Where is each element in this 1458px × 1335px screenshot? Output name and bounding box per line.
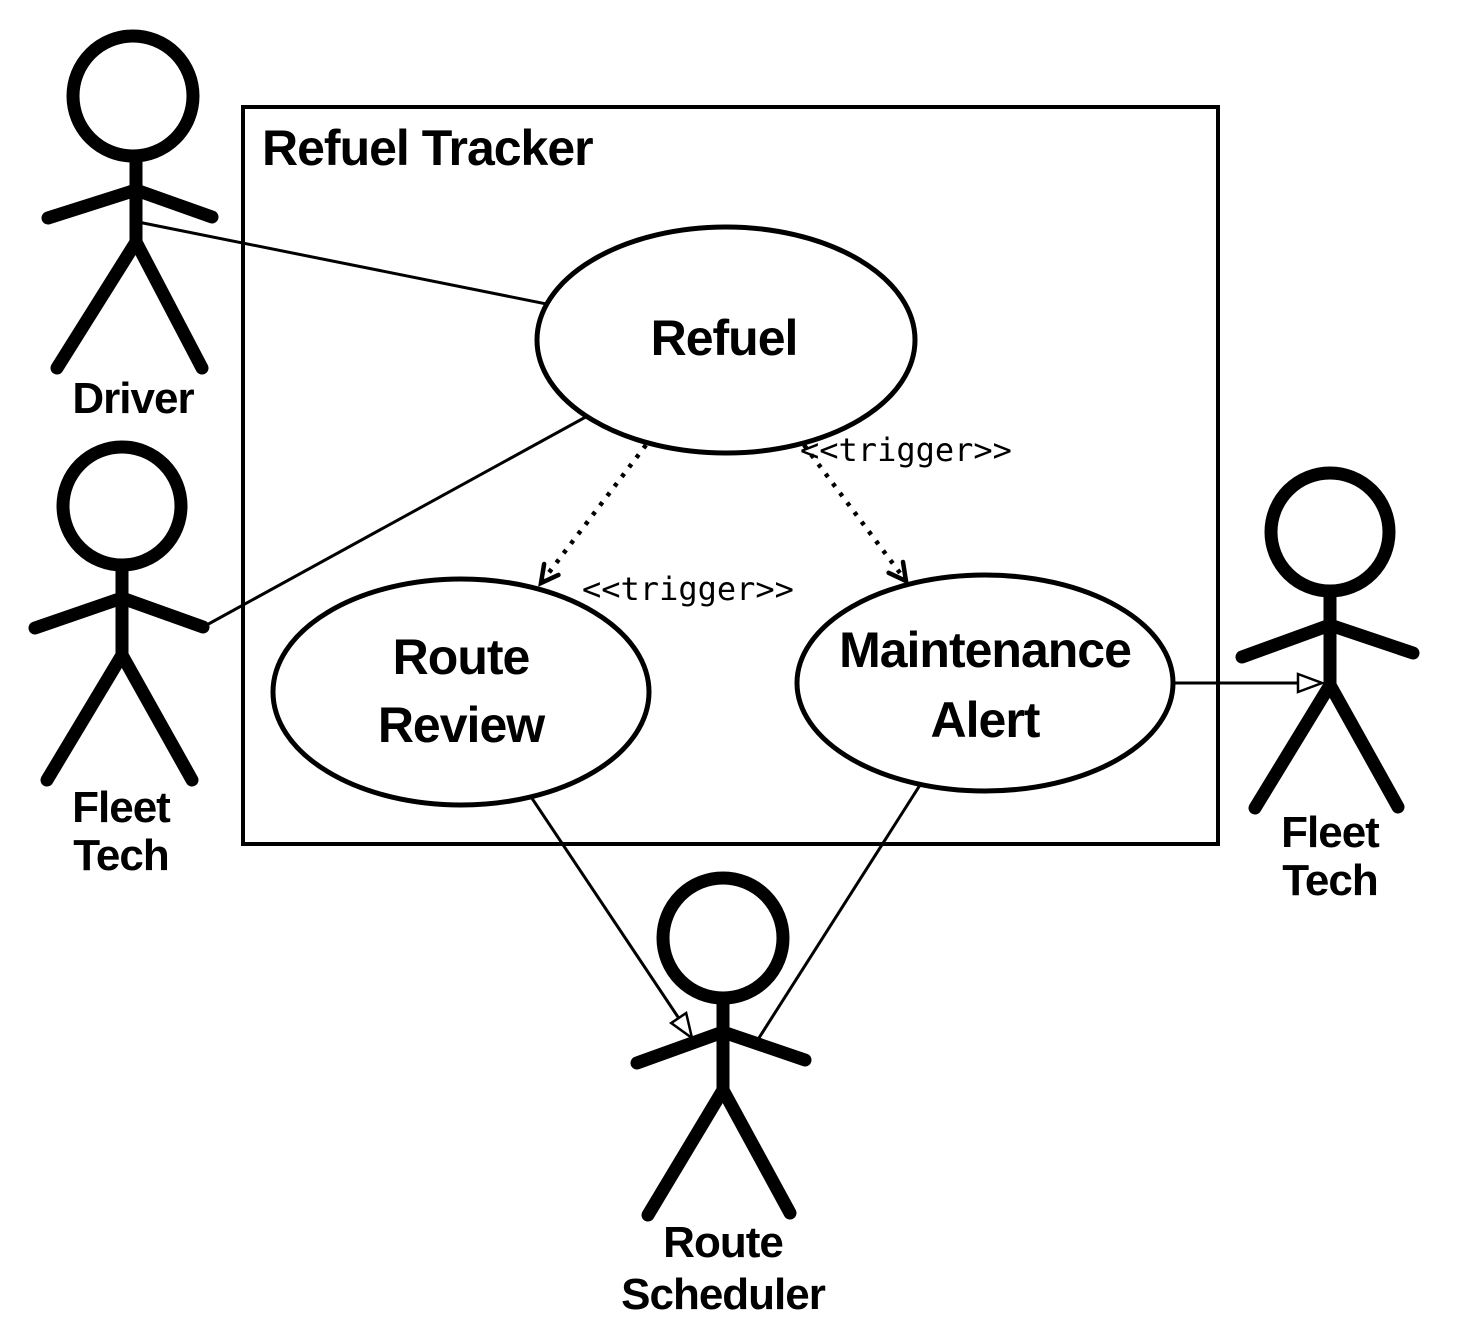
use-case-maintenance-alert-label-line2: Alert	[931, 692, 1041, 748]
actor-route-scheduler-legs	[641, 1083, 797, 1222]
actor-fleet-tech-right-arms	[1235, 618, 1420, 664]
use-case-route-review-label-line2: Review	[378, 697, 545, 753]
actor-fleet-tech-right: Fleet Tech	[1235, 466, 1420, 905]
actor-driver-legs	[50, 235, 209, 375]
trigger-arrow-refuel-maintenance-alert	[802, 443, 906, 581]
actor-fleet-tech-left: Fleet Tech	[28, 440, 210, 880]
use-case-refuel-ellipse	[534, 224, 918, 456]
actor-fleet-tech-right-label-line2: Tech	[1282, 856, 1377, 905]
use-case-maintenance-alert-ellipse	[794, 572, 1176, 794]
actor-fleet-tech-left-label-line1: Fleet	[72, 783, 171, 832]
use-case-route-review-ellipse	[270, 576, 652, 808]
actor-route-scheduler-label-line2: Scheduler	[621, 1270, 826, 1319]
trigger-arrow-refuel-route-review	[541, 443, 648, 583]
actor-route-scheduler-arms	[630, 1025, 812, 1070]
system-boundary	[241, 105, 1220, 846]
actor-driver-label: Driver	[72, 374, 194, 423]
use-case-route-review-label-line1: Route	[393, 629, 530, 685]
actor-fleet-tech-left-label-line2: Tech	[73, 831, 168, 880]
use-case-refuel-label: Refuel	[651, 310, 798, 366]
actor-driver: Driver	[41, 29, 219, 423]
actor-fleet-tech-right-label-line1: Fleet	[1281, 808, 1380, 857]
actor-fleet-tech-right-legs	[1248, 678, 1405, 815]
actor-fleet-tech-left-arms	[28, 591, 210, 635]
system-boundary-label: Refuel Tracker	[262, 120, 593, 176]
actor-route-scheduler-label-line1: Route	[663, 1218, 783, 1267]
actor-fleet-tech-left-legs	[40, 648, 199, 787]
actor-driver-arms	[41, 183, 219, 225]
trigger-label-maintenance-alert: <<trigger>>	[800, 431, 1012, 469]
actor-route-scheduler: Route Scheduler	[621, 871, 827, 1319]
trigger-label-route-review: <<trigger>>	[582, 570, 794, 608]
use-case-maintenance-alert-label-line1: Maintenance	[839, 622, 1131, 678]
